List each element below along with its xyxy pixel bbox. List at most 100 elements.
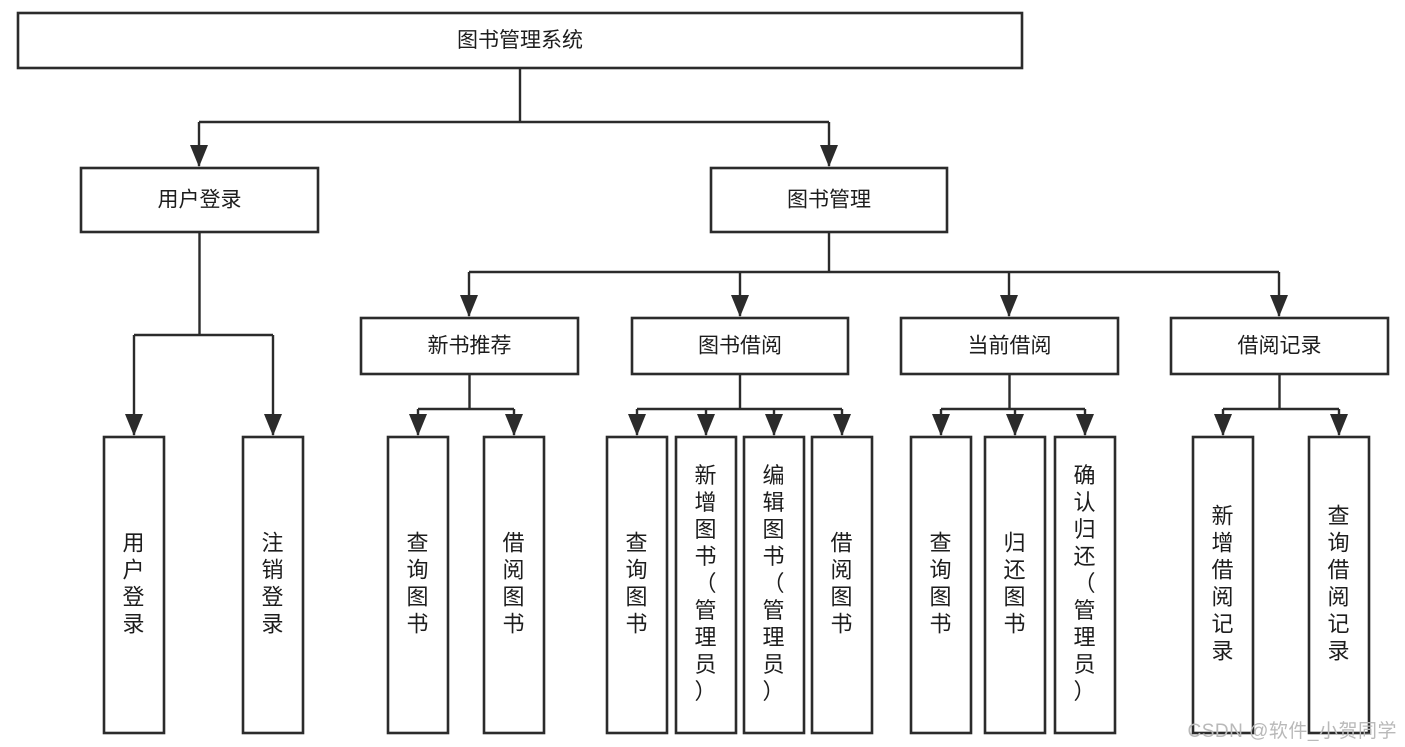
arrow-head-icon [460, 295, 478, 317]
node-box-leaf-edit-book-admin [742, 435, 806, 735]
node-label-leaf-edit-book-admin: 编 [762, 463, 785, 488]
node-current-borrow[interactable]: 当前借阅 [899, 316, 1120, 376]
node-box-book-borrow [630, 316, 850, 376]
node-label-leaf-add-borrow-record: 增 [1211, 530, 1234, 555]
csdn-watermark: CSDN @软件_小贺同学 [1187, 721, 1397, 742]
node-label-leaf-borrow-book: 阅 [830, 557, 853, 582]
node-label-leaf-user-logout: 销 [261, 557, 284, 582]
node-label-leaf-return-book: 还 [1003, 557, 1026, 582]
node-root[interactable]: 图书管理系统 [16, 11, 1024, 70]
node-label-leaf-add-book-admin: 图 [694, 517, 717, 542]
node-label-leaf-user-login: 登 [122, 584, 145, 609]
arrow-head-icon [190, 145, 208, 167]
node-box-user-login [79, 166, 320, 234]
arrow-head-icon [697, 414, 715, 436]
arrow-head-icon [125, 414, 143, 436]
node-leaf-user-login[interactable]: 用户登录 [102, 435, 166, 735]
node-label-borrow-record: 借阅记录 [1238, 335, 1322, 358]
node-user-login[interactable]: 用户登录 [79, 166, 320, 234]
node-label-leaf-query-book-borrow: 询 [625, 557, 648, 582]
node-label-leaf-confirm-return-admin: 理 [1073, 625, 1096, 650]
node-label-leaf-query-borrow-record: 记 [1327, 611, 1350, 636]
node-box-leaf-confirm-return-admin [1053, 435, 1117, 735]
node-label-leaf-user-login: 户 [122, 557, 145, 582]
node-box-borrow-record [1169, 316, 1390, 376]
node-label-leaf-user-logout: 录 [261, 611, 284, 636]
node-box-leaf-user-login [102, 435, 166, 735]
arrow-head-icon [409, 414, 427, 436]
node-label-leaf-return-book: 归 [1003, 530, 1026, 555]
arrow-head-icon [1214, 414, 1232, 436]
arrow-head-icon [505, 414, 523, 436]
node-label-new-book-recommend: 新书推荐 [428, 335, 512, 358]
node-label-leaf-borrow-book: 书 [830, 611, 853, 636]
node-label-leaf-edit-book-admin: 管 [762, 598, 785, 623]
node-label-leaf-query-book-recommend: 图 [406, 584, 429, 609]
node-label-leaf-add-book-admin: 新 [694, 463, 717, 488]
node-box-leaf-query-book-borrow [605, 435, 669, 735]
node-label-leaf-edit-book-admin: 图 [762, 517, 785, 542]
node-new-book-recommend[interactable]: 新书推荐 [359, 316, 580, 376]
node-box-book-manage [709, 166, 949, 234]
node-label-leaf-add-book-admin: 增 [694, 490, 717, 515]
arrow-head-icon [628, 414, 646, 436]
node-label-leaf-edit-book-admin: 书 [762, 544, 785, 569]
node-label-leaf-confirm-return-admin: 确 [1073, 463, 1096, 488]
edges-layer [125, 68, 1348, 436]
node-label-leaf-add-borrow-record: 借 [1211, 557, 1234, 582]
arrow-head-icon [932, 414, 950, 436]
node-label-leaf-query-book-current: 图 [929, 584, 952, 609]
node-label-leaf-query-book-current: 查 [929, 530, 952, 555]
node-borrow-record[interactable]: 借阅记录 [1169, 316, 1390, 376]
node-box-leaf-borrow-book-recommend [482, 435, 546, 735]
node-label-leaf-add-book-admin: 员 [694, 652, 717, 677]
node-box-leaf-borrow-book [810, 435, 874, 735]
node-label-leaf-borrow-book: 借 [830, 530, 853, 555]
node-label-leaf-add-borrow-record: 录 [1211, 638, 1234, 663]
node-label-user-login: 用户登录 [158, 189, 242, 212]
arrow-head-icon [1006, 414, 1024, 436]
node-book-borrow[interactable]: 图书借阅 [630, 316, 850, 376]
arrow-head-icon [1076, 414, 1094, 436]
node-label-leaf-add-book-admin: 书 [694, 544, 717, 569]
node-box-leaf-query-borrow-record [1307, 435, 1371, 735]
node-label-root: 图书管理系统 [457, 29, 583, 52]
node-label-leaf-user-login: 录 [122, 611, 145, 636]
node-label-leaf-query-borrow-record: 阅 [1327, 584, 1350, 609]
node-label-leaf-query-book-current: 书 [929, 611, 952, 636]
node-label-leaf-add-book-admin: （ [694, 571, 717, 596]
node-label-leaf-edit-book-admin: 员 [762, 652, 785, 677]
node-label-leaf-confirm-return-admin: ） [1073, 679, 1096, 704]
node-label-leaf-query-book-borrow: 图 [625, 584, 648, 609]
node-box-leaf-add-borrow-record [1191, 435, 1255, 735]
node-label-leaf-confirm-return-admin: 归 [1073, 517, 1096, 542]
node-label-book-manage: 图书管理 [787, 189, 871, 212]
node-label-book-borrow: 图书借阅 [698, 335, 782, 358]
node-label-leaf-edit-book-admin: 辑 [762, 490, 785, 515]
node-box-leaf-return-book [983, 435, 1047, 735]
node-label-leaf-edit-book-admin: ） [762, 679, 785, 704]
node-label-leaf-borrow-book-recommend: 借 [502, 530, 525, 555]
node-label-leaf-query-borrow-record: 询 [1327, 530, 1350, 555]
node-label-current-borrow: 当前借阅 [968, 335, 1052, 358]
node-label-leaf-add-book-admin: 理 [694, 625, 717, 650]
node-book-manage[interactable]: 图书管理 [709, 166, 949, 234]
node-label-leaf-user-login: 用 [122, 530, 145, 555]
arrow-head-icon [1330, 414, 1348, 436]
node-box-leaf-add-book-admin [674, 435, 738, 735]
node-label-leaf-query-book-borrow: 书 [625, 611, 648, 636]
